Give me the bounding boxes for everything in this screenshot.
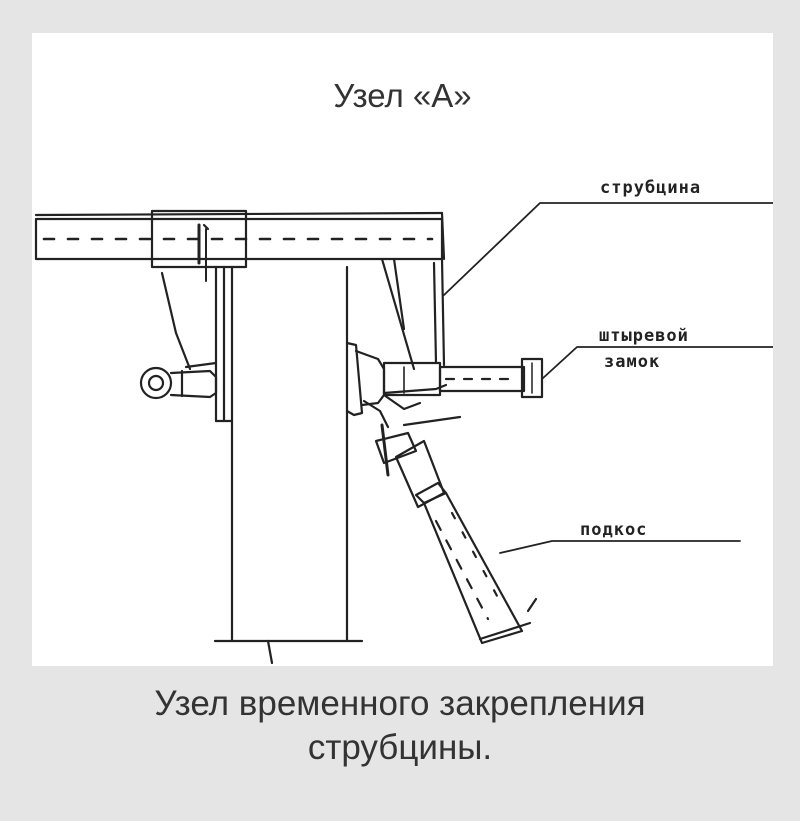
beam-right-leg [380, 257, 446, 371]
brace-label: подкос [580, 520, 647, 540]
clamp-knob [139, 366, 218, 400]
left-jaw [160, 265, 234, 423]
brace-hinge [362, 383, 462, 477]
pin-lock-label-line1: штыревой [599, 326, 689, 346]
drawing-panel: Узел «А» [32, 33, 773, 666]
pin-lock-label-line2: замок [604, 352, 660, 372]
beam-sleeve [150, 209, 248, 282]
clamp-beam [34, 211, 446, 261]
figure-caption: Узел временного закрепления струбцины. [0, 682, 800, 770]
brace [394, 439, 538, 645]
leader-lines [443, 202, 773, 554]
clamp-assembly-drawing: струбцина штыревой замок подкос [34, 178, 773, 665]
drawing-title: Узел «А» [333, 77, 472, 114]
caption-line-1: Узел временного закрепления [154, 684, 646, 723]
clamp-label: струбцина [600, 178, 701, 198]
caption-line-2: струбцины. [307, 728, 493, 767]
column [213, 265, 364, 665]
